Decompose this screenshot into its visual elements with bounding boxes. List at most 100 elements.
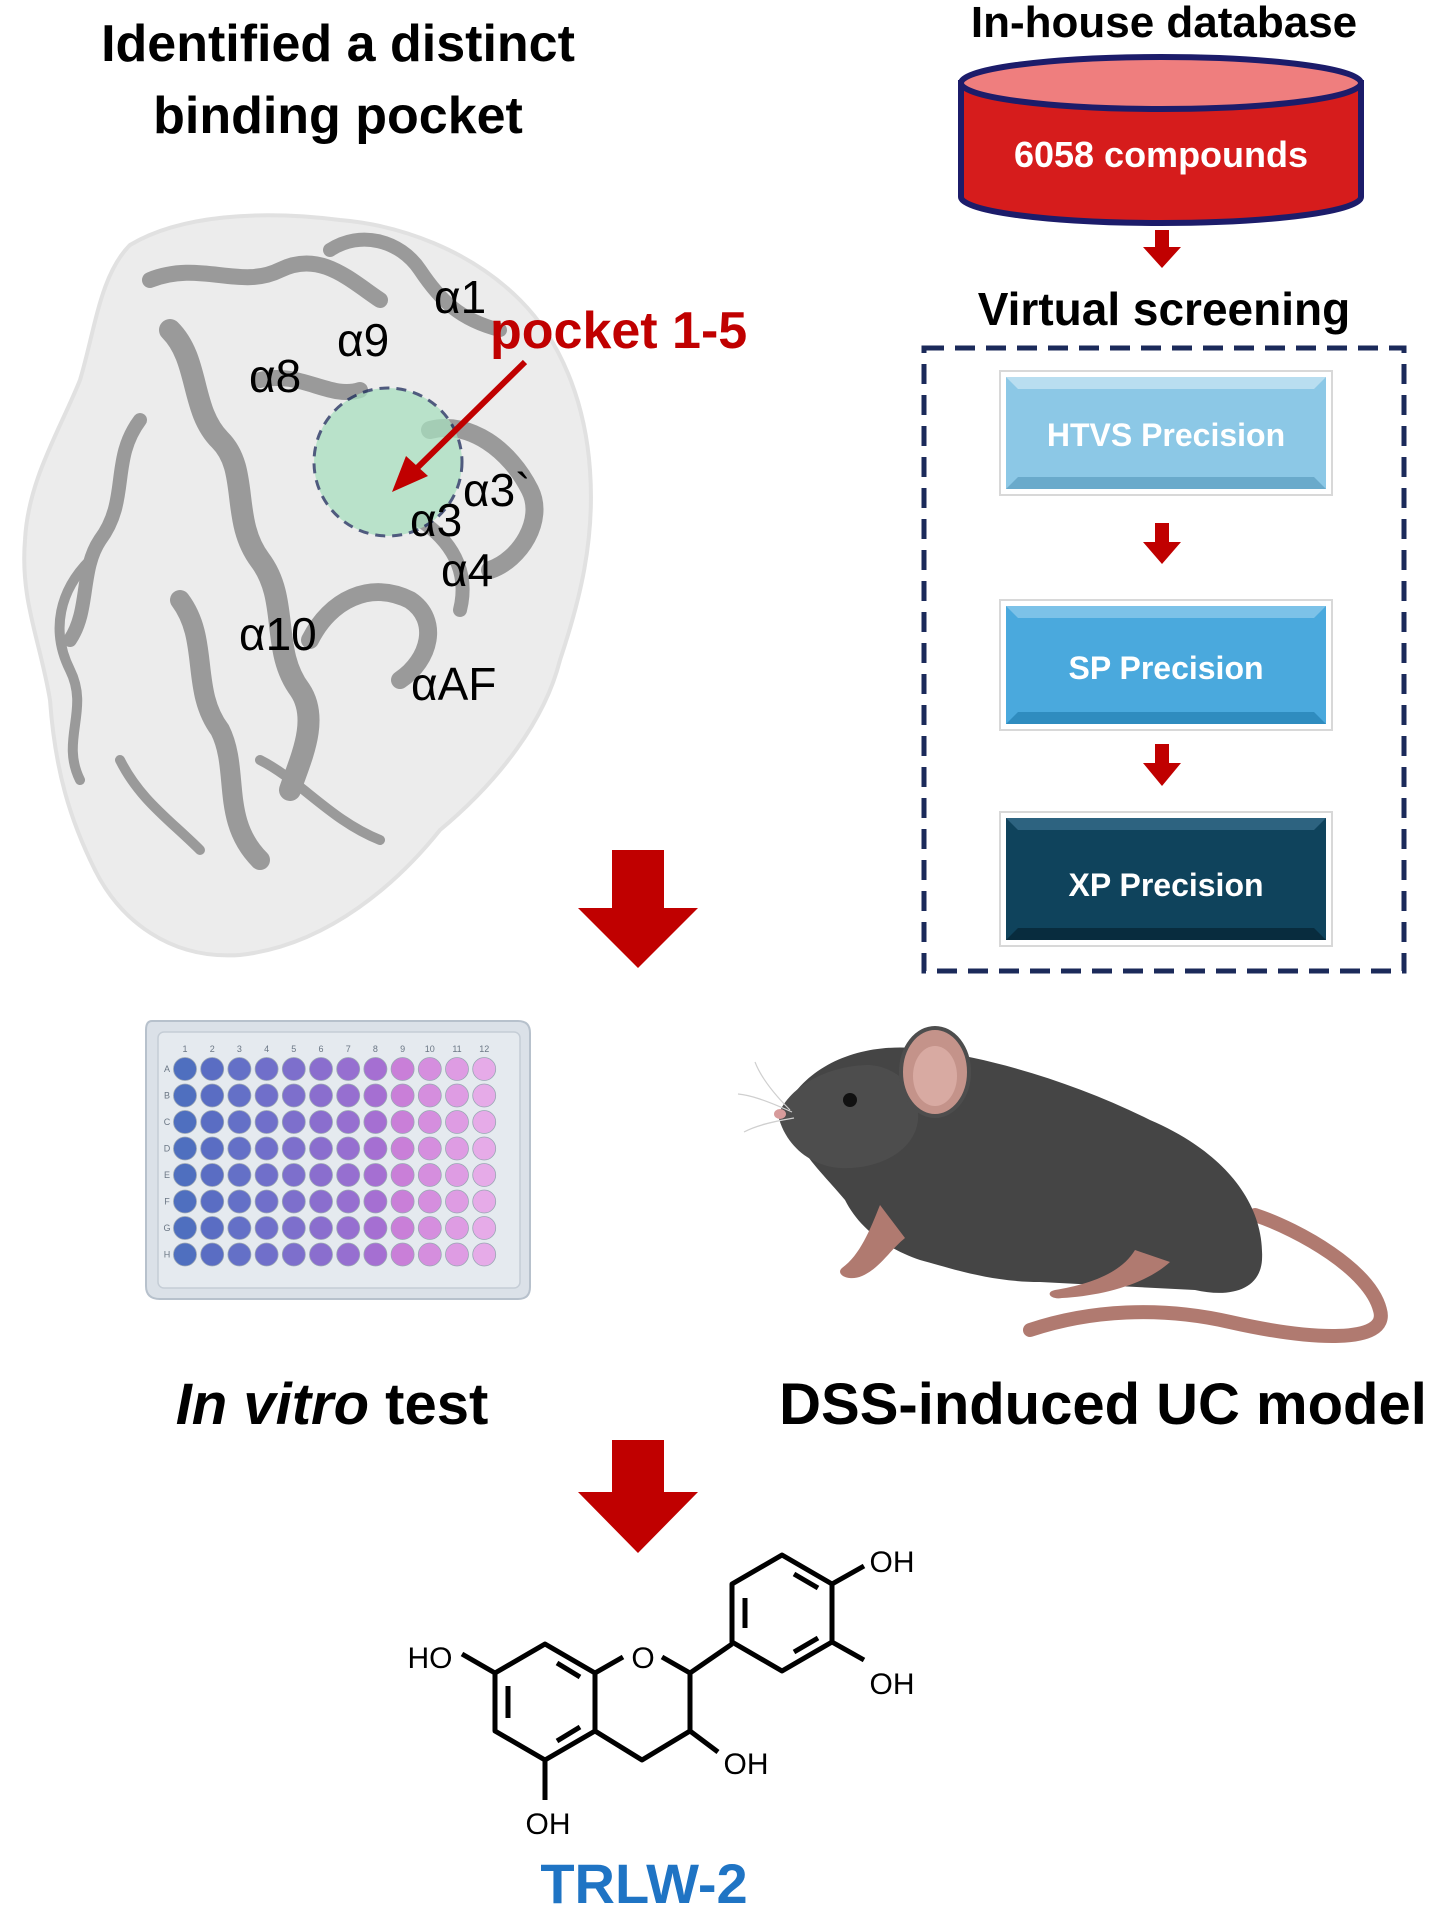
step-xp-label: XP Precision	[1068, 867, 1263, 903]
plate-well	[472, 1057, 497, 1081]
plate-column-label: 9	[400, 1044, 405, 1054]
protein-surface	[22, 213, 593, 958]
plate-well	[336, 1189, 361, 1214]
step-xp: XP Precision	[999, 811, 1333, 947]
plate-well	[445, 1057, 469, 1081]
helix-label-a4: α4	[441, 544, 493, 596]
left-title-line1: Identified a distinct	[101, 15, 575, 73]
label-oh-ring: OH	[724, 1748, 769, 1781]
plate-well	[390, 1242, 415, 1267]
helix-label-a8: α8	[249, 350, 301, 402]
database-cylinder-top	[958, 54, 1364, 112]
plate-well	[200, 1110, 225, 1134]
plate-well	[417, 1216, 442, 1240]
db-arrow-head	[1143, 247, 1181, 268]
plate-column-label: 6	[318, 1044, 323, 1054]
plate-well	[227, 1057, 252, 1081]
plate-well	[173, 1110, 197, 1134]
pocket-highlight	[312, 386, 464, 538]
plate-well	[173, 1083, 197, 1108]
plate-well	[254, 1057, 279, 1081]
plate-well	[363, 1136, 388, 1161]
plate-well	[309, 1216, 333, 1240]
plate-column-label: 4	[264, 1044, 269, 1054]
plate-well	[281, 1057, 306, 1081]
plate-well	[390, 1083, 415, 1108]
plate-column-label: 8	[373, 1044, 378, 1054]
left-title-line2: binding pocket	[153, 87, 523, 145]
plate-well	[390, 1136, 415, 1161]
plate-well	[417, 1110, 442, 1134]
plate-well	[390, 1057, 415, 1081]
plate-well	[254, 1083, 279, 1108]
plate-well	[200, 1057, 225, 1081]
plate-well	[200, 1189, 225, 1214]
plate-well	[363, 1216, 388, 1240]
helix-label-a3: α3	[410, 494, 462, 546]
plate-well	[309, 1189, 333, 1214]
step-htvs-label: HTVS Precision	[1047, 417, 1285, 453]
plate-well	[227, 1189, 252, 1214]
plate-well	[281, 1110, 306, 1134]
plate-well	[363, 1189, 388, 1214]
plate-well	[200, 1163, 225, 1187]
plate-wells	[173, 1057, 497, 1267]
plate-well	[363, 1083, 388, 1108]
plate-well	[336, 1110, 361, 1134]
plate-column-label: 10	[425, 1044, 435, 1054]
plate-row-label: E	[164, 1170, 170, 1180]
plate-well	[417, 1189, 442, 1214]
mouse-nose	[774, 1109, 786, 1119]
plate-column-label: 3	[237, 1044, 242, 1054]
invitro-italic: In vitro	[176, 1372, 369, 1437]
mouse-illustration	[737, 1026, 1388, 1343]
plate-well	[227, 1216, 252, 1240]
protein-panel: Identified a distinct binding pocket α1 …	[22, 15, 747, 958]
plate-well	[309, 1057, 333, 1081]
step-sp: SP Precision	[999, 599, 1333, 731]
plate-well	[200, 1216, 225, 1240]
compound-structure	[460, 1552, 866, 1800]
plate-well	[254, 1216, 279, 1240]
plate-well	[227, 1163, 252, 1187]
plate-well	[254, 1242, 279, 1267]
plate-column-label: 12	[479, 1044, 489, 1054]
plate-well	[336, 1136, 361, 1161]
plate-well	[281, 1242, 306, 1267]
plate-well	[363, 1057, 388, 1081]
mouse-ear-inner	[913, 1046, 957, 1106]
plate-well	[200, 1136, 225, 1161]
plate-well	[336, 1083, 361, 1108]
plate-row-label: A	[164, 1064, 170, 1074]
dss-model-label: DSS-induced UC model	[779, 1372, 1427, 1437]
plate-column-label: 1	[182, 1044, 187, 1054]
plate-well	[390, 1216, 415, 1240]
plate-well	[200, 1083, 225, 1108]
helix-label-a1: α1	[434, 271, 486, 323]
helix-label-aAF: αAF	[411, 658, 496, 710]
pocket-arrow-line	[412, 359, 528, 473]
plate-well	[417, 1057, 442, 1081]
plate-well	[472, 1136, 497, 1161]
pocket-label: pocket 1-5	[490, 302, 747, 360]
plate-well	[445, 1216, 469, 1240]
plate-well	[227, 1110, 252, 1134]
plate-well	[173, 1242, 197, 1267]
label-oh-bottom: OH	[526, 1808, 571, 1841]
plate-well	[336, 1216, 361, 1240]
plate-well	[309, 1163, 333, 1187]
step-arrow-1-head	[1143, 542, 1181, 564]
plate-well	[173, 1163, 197, 1187]
plate-well	[390, 1163, 415, 1187]
plate-well	[472, 1163, 497, 1187]
plate-well	[363, 1110, 388, 1134]
plate-row-label: H	[164, 1250, 171, 1260]
mouse-eye	[843, 1093, 857, 1107]
plate-column-label: 5	[291, 1044, 296, 1054]
database-count: 6058 compounds	[1014, 134, 1308, 175]
pocket-arrow-head	[392, 456, 428, 492]
mouse-head	[778, 1065, 919, 1169]
